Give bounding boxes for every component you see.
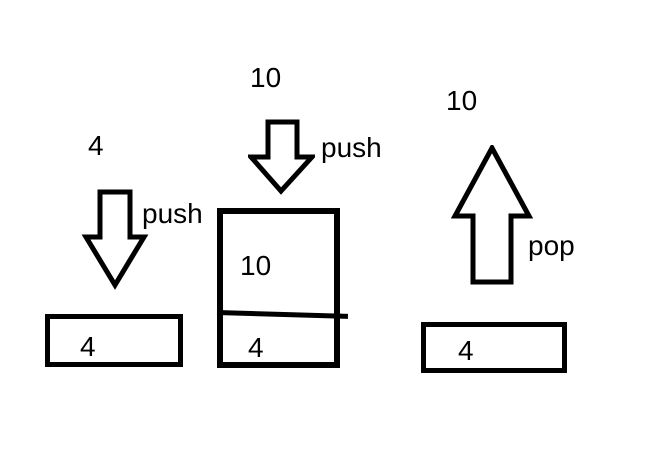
arrow-down-icon — [248, 119, 315, 195]
arrow-down-icon — [81, 189, 149, 290]
stack-item-value: 4 — [458, 335, 474, 366]
arrow-up-icon — [451, 145, 533, 285]
operation-label: pop — [528, 230, 575, 261]
stack-item-value: 10 — [240, 250, 272, 281]
stack-item-value: 4 — [80, 331, 96, 362]
operation-label: push — [321, 132, 382, 163]
stack-box — [217, 208, 340, 368]
stack-box — [421, 322, 567, 373]
stack-item-value: 4 — [248, 332, 264, 363]
pushed-value-label: 4 — [88, 130, 104, 161]
pushed-value-label: 10 — [250, 62, 282, 93]
stack-box — [45, 314, 183, 367]
popped-value-label: 10 — [446, 85, 478, 116]
operation-label: push — [142, 198, 203, 229]
